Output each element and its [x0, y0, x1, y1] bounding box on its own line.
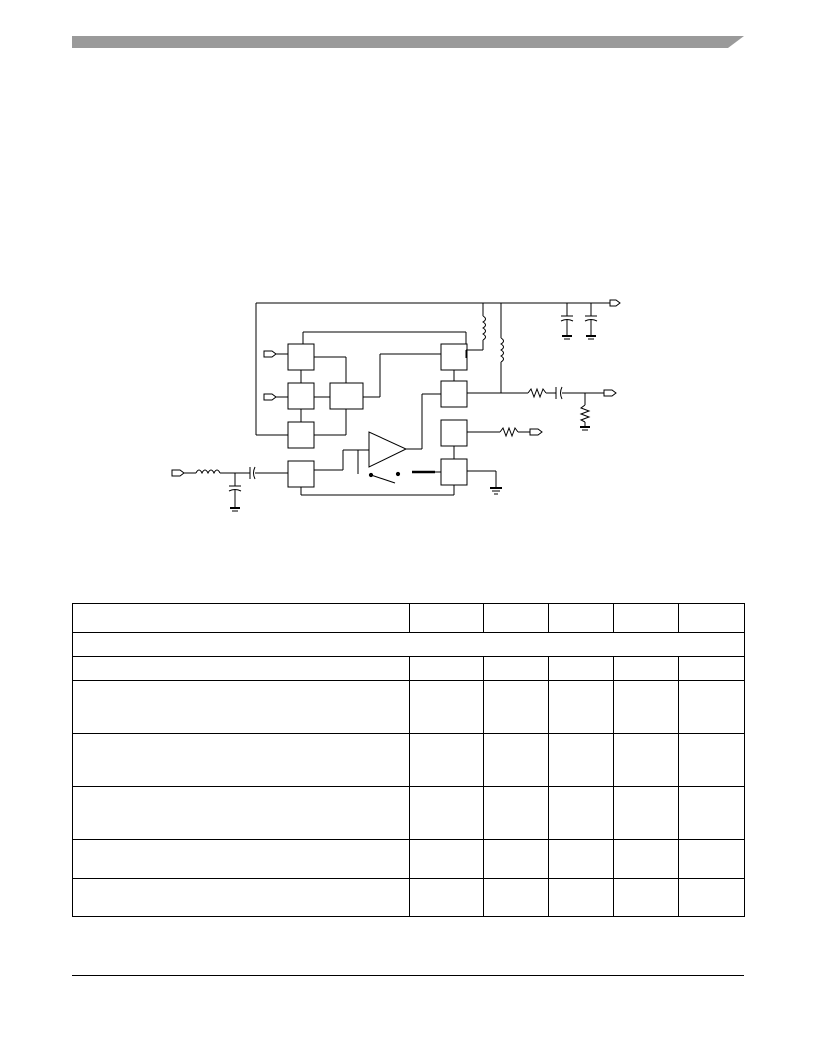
control-terminal — [529, 428, 543, 436]
table-cell — [548, 878, 614, 917]
circuit-schematic — [160, 290, 640, 520]
table-cell — [483, 878, 549, 917]
table-cell — [678, 786, 745, 840]
table-cell — [72, 878, 410, 917]
table-section-row — [72, 632, 745, 657]
table-row — [72, 839, 745, 879]
rf-input-terminal — [171, 469, 185, 477]
spec-table — [72, 603, 745, 917]
table-cell — [409, 878, 484, 917]
table-cell — [548, 733, 614, 787]
table-cell — [72, 680, 410, 734]
rf-output-cap-plate-2 — [560, 386, 563, 400]
table-cell — [613, 786, 679, 840]
table-cell — [72, 656, 410, 681]
table-cell — [483, 656, 549, 681]
pin-block-r2 — [440, 380, 468, 408]
table-cell — [678, 878, 745, 917]
input-terminal-1 — [263, 350, 277, 358]
header-bar-shape — [72, 36, 744, 48]
table-cell — [678, 680, 745, 734]
table-header-cell — [409, 603, 484, 633]
supply-terminal — [609, 299, 621, 307]
table-cell — [409, 656, 484, 681]
table-section-cell — [72, 632, 745, 657]
pin-block-l4 — [287, 460, 315, 488]
table-cell — [483, 733, 549, 787]
table-cell — [548, 839, 614, 879]
table-header-cell — [678, 603, 745, 633]
table-row — [72, 680, 745, 734]
rf-output-terminal — [603, 389, 617, 397]
table-cell — [483, 786, 549, 840]
table-cell — [483, 839, 549, 879]
table-cell — [613, 878, 679, 917]
table-cell — [613, 839, 679, 879]
table-header-row — [72, 603, 745, 633]
header-bar — [72, 36, 744, 48]
table-cell — [409, 733, 484, 787]
table-cell — [613, 656, 679, 681]
pin-block-r3 — [440, 419, 468, 447]
table-cell — [548, 680, 614, 734]
table-cell — [409, 839, 484, 879]
rf-shunt-cap-plate-2 — [228, 489, 242, 492]
table-cell — [548, 656, 614, 681]
decoupling-capacitor-1 — [560, 303, 574, 340]
pin-block-r1 — [440, 343, 468, 371]
switch-contact-right — [395, 471, 401, 477]
amplifier-triangle — [368, 431, 408, 468]
pin-block-l2 — [287, 382, 315, 410]
rf-series-cap-plate-2 — [253, 466, 256, 480]
table-cell — [678, 656, 745, 681]
table-cell — [72, 839, 410, 879]
inductor-1 — [465, 303, 486, 358]
table-cell — [72, 733, 410, 787]
rf-input-inductor — [195, 469, 221, 475]
table-row — [72, 878, 745, 917]
table-cell — [483, 680, 549, 734]
rf-load-resistor — [579, 404, 591, 423]
footer-rule — [72, 975, 744, 976]
decoupling-capacitor-2 — [584, 303, 598, 340]
table-header-cell — [548, 603, 614, 633]
table-row — [72, 656, 745, 681]
table-cell — [613, 680, 679, 734]
table-cell — [409, 680, 484, 734]
table-cell — [72, 786, 410, 840]
table-cell — [409, 786, 484, 840]
table-header-cell — [72, 603, 410, 633]
table-cell — [678, 839, 745, 879]
table-header-cell — [613, 603, 679, 633]
pin-block-r4 — [440, 458, 468, 486]
table-cell — [613, 733, 679, 787]
control-resistor — [499, 426, 519, 438]
table-row — [72, 733, 745, 787]
table-row — [72, 786, 745, 840]
pin-block-l3 — [287, 421, 315, 449]
table-cell — [548, 786, 614, 840]
pin-block-l1 — [287, 343, 315, 371]
table-header-cell — [483, 603, 549, 633]
inductor-2 — [500, 303, 504, 393]
bias-block — [329, 382, 364, 410]
rf-output-resistor — [527, 387, 547, 399]
switch-blade — [370, 474, 396, 484]
input-terminal-2 — [263, 393, 277, 401]
table-cell — [678, 733, 745, 787]
